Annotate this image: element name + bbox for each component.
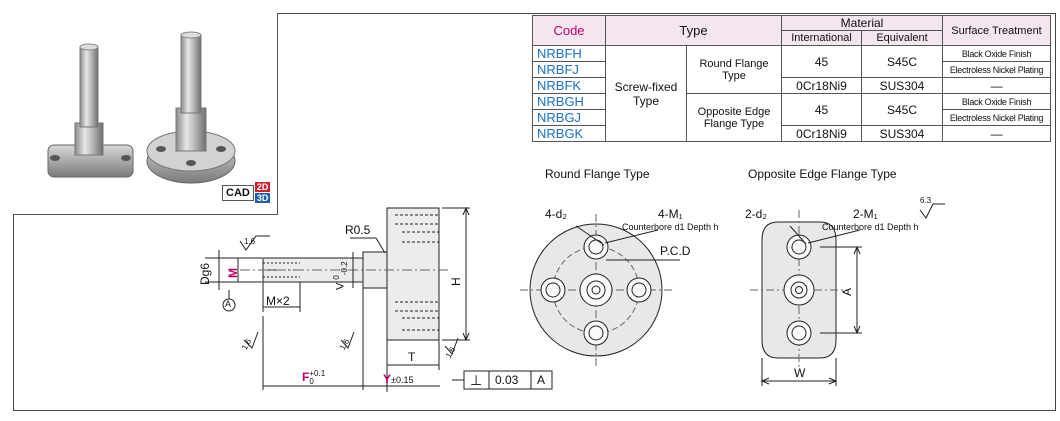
round-flange-title: Round Flange Type bbox=[545, 167, 650, 181]
dg6-label: Dg6 bbox=[198, 262, 212, 285]
cad-badge[interactable]: CAD 2D 3D bbox=[222, 182, 271, 203]
header-international: International bbox=[781, 30, 862, 46]
perp-value: 0.03 bbox=[495, 373, 519, 387]
y-letter: Y bbox=[383, 372, 392, 386]
r05-label: R0.5 bbox=[345, 223, 371, 237]
round-counterbore-label: Counterbore d1 Depth h bbox=[622, 222, 719, 232]
header-type: Type bbox=[605, 15, 782, 46]
f-letter: F bbox=[302, 370, 310, 385]
surface-treatment: — bbox=[942, 125, 1051, 142]
material-international: 0Cr18Ni9 bbox=[781, 125, 862, 142]
code-cell[interactable]: NRBFK bbox=[532, 77, 606, 94]
w-dim-label: W bbox=[794, 366, 806, 380]
header-material: Material bbox=[781, 15, 943, 31]
opp-2m1-label: 2-M₁ bbox=[853, 207, 878, 221]
perp-symbol: ⊥ bbox=[470, 372, 483, 388]
f-tol-bot: 0 bbox=[309, 377, 314, 386]
m-label: M bbox=[226, 268, 240, 278]
v-tol-bot: -0.2 bbox=[339, 261, 349, 276]
code-cell[interactable]: NRBFJ bbox=[532, 61, 606, 78]
product-photo-panel bbox=[13, 13, 278, 215]
pin-flange bbox=[386, 207, 440, 341]
material-equivalent: S45C bbox=[861, 45, 943, 78]
round-4m1-label: 4-M₁ bbox=[658, 207, 683, 221]
round-4d2-label: 4-d₂ bbox=[545, 207, 568, 221]
h-label: H bbox=[449, 277, 463, 286]
product-photo bbox=[47, 31, 236, 184]
header-equivalent: Equivalent bbox=[861, 30, 943, 46]
type-opposite-edge-line1: Opposite Edge bbox=[697, 105, 771, 118]
datum-a-label: A bbox=[225, 299, 232, 309]
v-tol-top: 0 bbox=[332, 275, 341, 280]
pcd-label: P.C.D bbox=[660, 244, 691, 258]
opp-counterbore-label: Counterbore d1 Depth h bbox=[822, 222, 919, 232]
cad-label: CAD bbox=[222, 184, 254, 201]
t-label: T bbox=[408, 350, 416, 364]
type-opposite-edge-line2: Flange Type bbox=[703, 117, 765, 130]
material-international: 45 bbox=[781, 45, 862, 78]
header-surface: Surface Treatment bbox=[942, 15, 1051, 46]
material-international: 45 bbox=[781, 93, 862, 126]
y-label: Y±0.15 bbox=[383, 372, 413, 386]
opposite-flange-title: Opposite Edge Flange Type bbox=[748, 167, 897, 181]
v-letter: V bbox=[334, 282, 347, 290]
roughness-16: 1.6 bbox=[244, 237, 256, 246]
material-equivalent: S45C bbox=[861, 93, 943, 126]
type-screw-fixed: Screw-fixed Type bbox=[605, 45, 687, 142]
surface-treatment: — bbox=[942, 77, 1051, 94]
cad-2d-badge: 2D bbox=[254, 182, 271, 192]
code-cell[interactable]: NRBGK bbox=[532, 125, 606, 142]
mx2-label: M×2 bbox=[266, 294, 290, 308]
y-tol: ±0.15 bbox=[391, 375, 414, 385]
f-tol-top: +0.1 bbox=[309, 369, 326, 378]
v-label: V 0-0.2 bbox=[332, 261, 349, 290]
spec-table: Code Type Material Surface Treatment Int… bbox=[532, 15, 1051, 142]
a-dim-label: A bbox=[840, 287, 854, 296]
roughness-63: 6.3 bbox=[920, 196, 932, 205]
material-equivalent: SUS304 bbox=[861, 125, 943, 142]
header-code: Code bbox=[532, 15, 606, 46]
perp-datum: A bbox=[537, 373, 546, 387]
cad-3d-badge: 3D bbox=[254, 193, 271, 203]
type-round-flange: Round Flange Type bbox=[686, 45, 782, 94]
opp-2d2-label: 2-d₂ bbox=[745, 207, 768, 221]
